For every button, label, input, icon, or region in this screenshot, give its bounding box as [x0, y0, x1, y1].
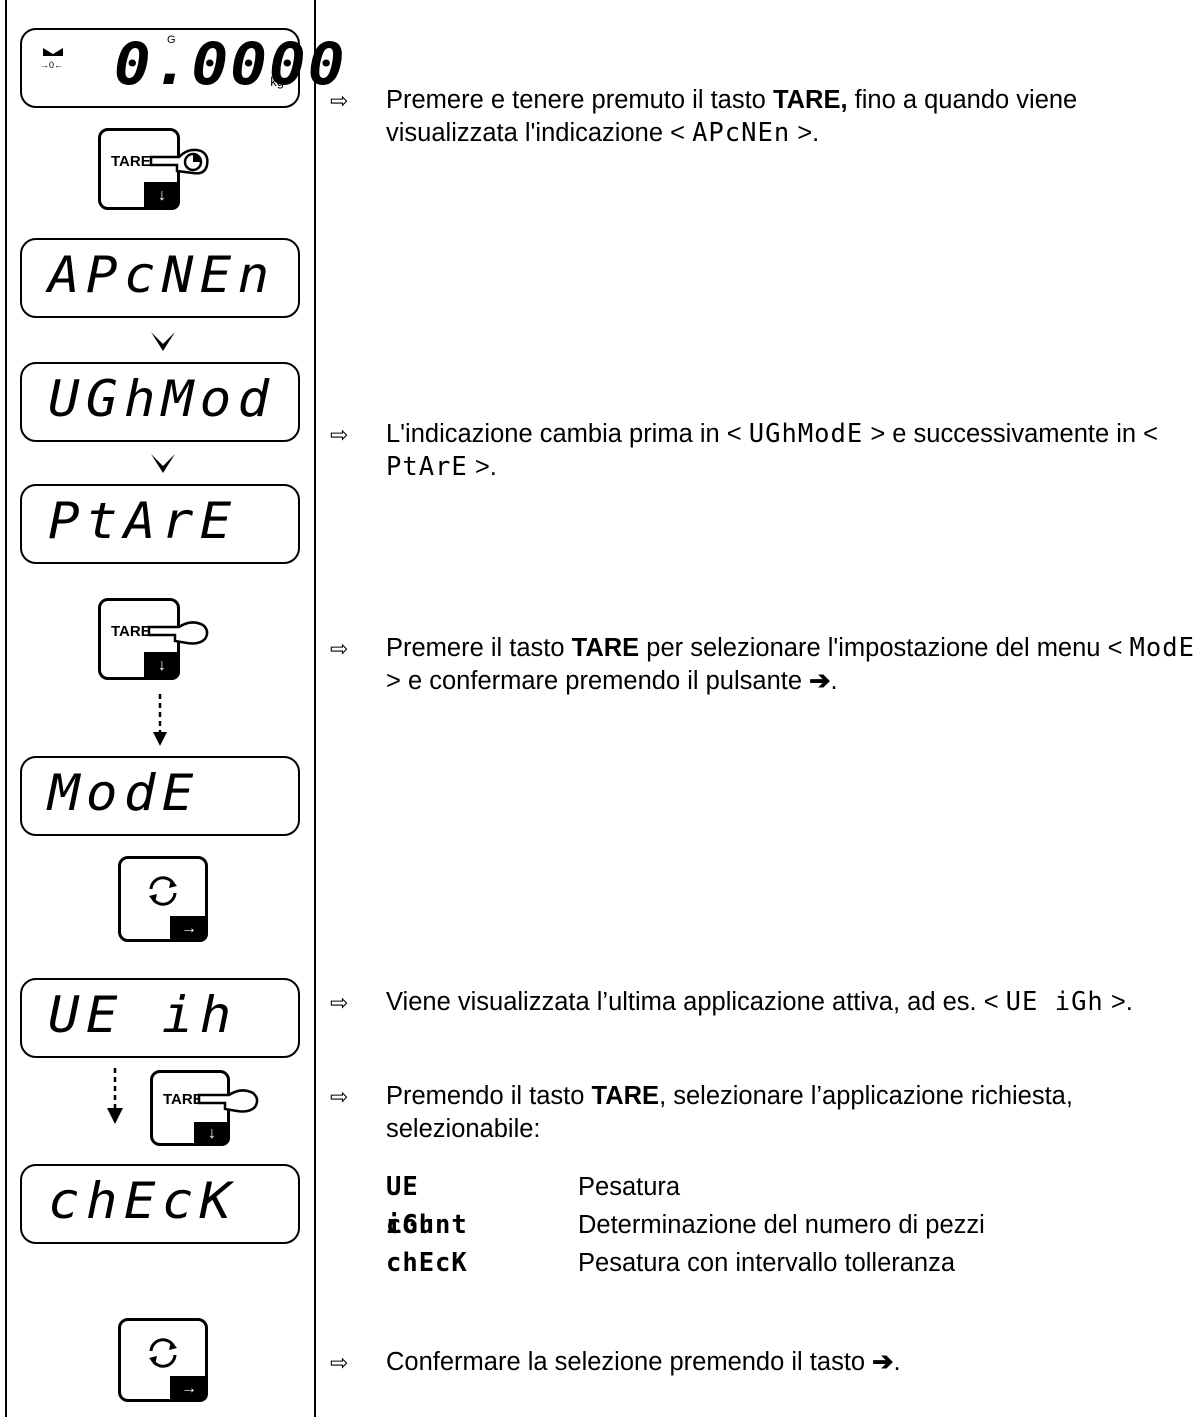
app-description: Pesatura con intervallo tolleranza: [578, 1249, 956, 1277]
display-code: APcNEn: [692, 118, 791, 148]
text: Premere e tenere premuto il tasto: [386, 86, 773, 114]
hand-press-icon: [197, 1089, 259, 1113]
step-arrow-icon: ⇨: [330, 88, 349, 113]
key-name: TARE,: [772, 86, 848, 114]
lcd-display-mode: ModE: [20, 756, 300, 836]
column-divider-line: [314, 0, 316, 1417]
left-border-line: [5, 0, 7, 1417]
hand-press-icon: [147, 621, 209, 645]
chevron-down-icon: [151, 454, 175, 473]
text: >.: [790, 119, 820, 147]
step-text: Premere e tenere premuto il tasto TARE, …: [386, 84, 1196, 150]
step-arrow-icon: ⇨: [330, 636, 349, 661]
enter-key[interactable]: →: [118, 856, 208, 942]
lcd-display-apcnen: APcNEn: [20, 238, 300, 318]
tare-key-label: TARE: [163, 1091, 203, 1108]
display-code: UGhModE: [748, 419, 864, 449]
app-code: chEcK: [386, 1248, 468, 1278]
lcd-display-weigh: UE ih: [20, 978, 300, 1058]
dashed-down-arrow-icon: [107, 1068, 123, 1124]
tare-key-label: TARE: [111, 153, 151, 170]
step-arrow-icon: ⇨: [330, 990, 349, 1015]
key-right-arrow: →: [170, 1376, 208, 1402]
app-description: Determinazione del numero di pezzi: [578, 1211, 985, 1239]
lcd-text-wghmod: UGhMod: [48, 370, 276, 428]
tare-key-hold[interactable]: TARE ↓: [98, 128, 209, 210]
step-text: L'indicazione cambia prima in < UGhModE …: [386, 418, 1196, 484]
lcd-text-mode: ModE: [48, 764, 200, 822]
dashed-down-arrow-icon: [153, 694, 167, 746]
lcd-text-ptare: PtArE: [48, 492, 238, 550]
tare-key-select[interactable]: TARE ↓: [150, 1070, 259, 1146]
text: > e successivamente in <: [863, 420, 1159, 448]
key-down-arrow: ↓: [194, 1122, 230, 1146]
text: .: [830, 667, 838, 695]
zero-indicator-icon: →0←: [40, 48, 63, 70]
key-down-arrow: ↓: [144, 182, 180, 210]
tare-key-press[interactable]: TARE ↓: [98, 598, 209, 680]
text: >.: [1103, 988, 1133, 1016]
hand-hold-icon: [149, 148, 209, 175]
text: > e confermare premendo il pulsante: [386, 667, 810, 695]
text: , selezionare l’applicazione richiesta, …: [386, 1082, 1073, 1143]
key-down-arrow: ↓: [144, 652, 180, 680]
lcd-unit: kg: [270, 74, 284, 89]
app-description: Pesatura: [578, 1173, 681, 1201]
step-text: Viene visualizzata l’ultima applicazione…: [386, 986, 1196, 1019]
display-code: ModE: [1129, 633, 1195, 663]
lcd-weight-value: 0.0000: [114, 30, 347, 98]
step-arrow-icon: ⇨: [330, 1350, 349, 1375]
tare-key-label: TARE: [111, 623, 151, 640]
app-code: UE iGh: [386, 1172, 436, 1240]
app-code: count: [386, 1210, 468, 1240]
arrow-glyph: ➔: [872, 1348, 894, 1376]
lcd-display-weight: →0← G 0.0000 kg: [20, 28, 344, 108]
text: >.: [467, 453, 497, 481]
display-code: UE iGh: [1005, 987, 1104, 1017]
text: Premendo il tasto: [386, 1082, 592, 1110]
display-code: PtArE: [386, 452, 468, 482]
lcd-display-check: chEcK: [20, 1164, 300, 1244]
text: Confermare la selezione premendo il tast…: [386, 1348, 873, 1376]
text: .: [893, 1348, 901, 1376]
enter-key[interactable]: →: [118, 1318, 208, 1402]
lcd-text-apcnen: APcNEn: [48, 246, 276, 304]
text: per selezionare l'impostazione del menu …: [639, 634, 1130, 662]
step-text: Confermare la selezione premendo il tast…: [386, 1346, 1196, 1379]
text: L'indicazione cambia prima in <: [386, 420, 749, 448]
key-name: TARE: [571, 634, 640, 662]
svg-text:→0←: →0←: [40, 60, 63, 70]
step-arrow-icon: ⇨: [330, 1084, 349, 1109]
lcd-display-wghmod: UGhMod: [20, 362, 300, 442]
lcd-display-ptare: PtArE: [20, 484, 300, 564]
lcd-text-weigh: UE ih: [48, 986, 238, 1044]
step-arrow-icon: ⇨: [330, 422, 349, 447]
stability-mark: G: [167, 34, 176, 46]
text: Viene visualizzata l’ultima applicazione…: [386, 988, 1006, 1016]
key-right-arrow: →: [170, 916, 208, 942]
key-name: TARE: [591, 1082, 660, 1110]
text: fino a quando viene visualizzata l'indic…: [386, 86, 1078, 147]
lcd-text-check: chEcK: [48, 1172, 238, 1230]
refresh-icon: [149, 876, 177, 906]
text: Premere il tasto: [386, 634, 572, 662]
arrow-glyph: ➔: [809, 667, 831, 695]
chevron-down-icon: [151, 332, 175, 351]
step-text: Premendo il tasto TARE, selezionare l’ap…: [386, 1080, 1196, 1146]
step-text: Premere il tasto TARE per selezionare l'…: [386, 632, 1196, 698]
refresh-icon: [149, 1338, 177, 1368]
